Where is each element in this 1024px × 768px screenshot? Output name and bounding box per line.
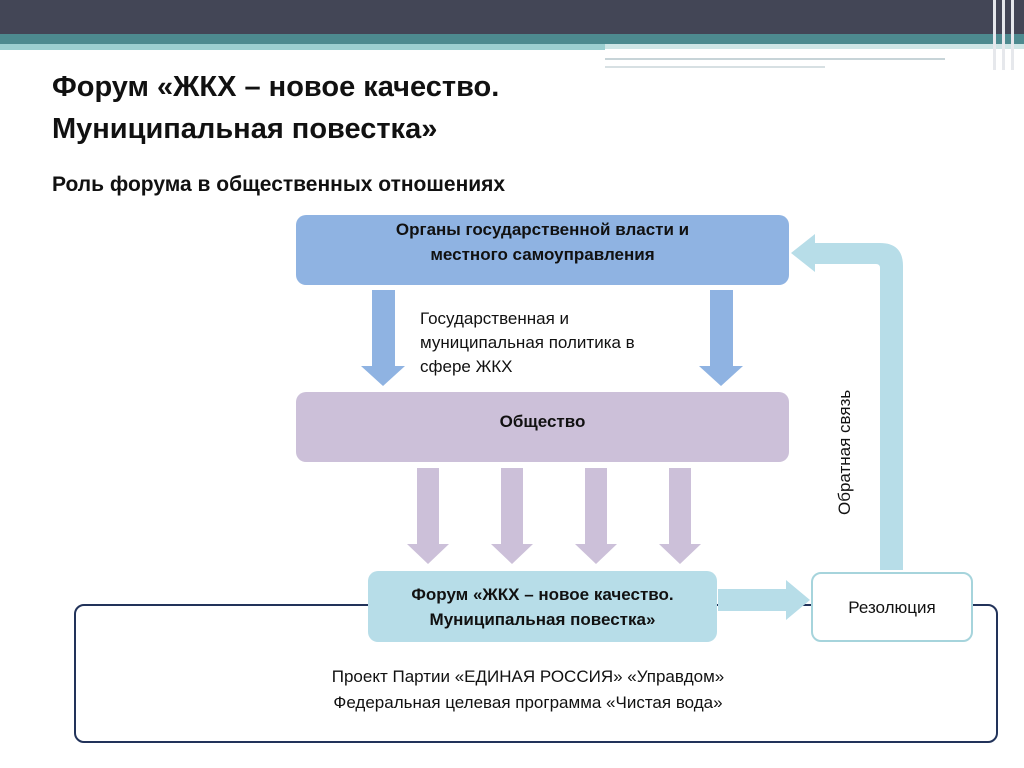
down-arrow-society-1 [407,468,449,564]
right-arrow-forum-resolution [718,580,810,620]
header-vertical-stripe [1002,0,1005,70]
feedback-arrow [791,234,903,570]
header-accent-line-short [605,66,825,68]
header-accent-underline [0,44,605,50]
node-forum-label: Форум «ЖКХ – новое качество. Муниципальн… [411,584,674,629]
header-bar [0,0,1024,34]
header-vertical-stripe [1011,0,1014,70]
header-accent-band [0,34,1024,44]
header-accent-line [605,58,945,60]
down-arrow-society-3 [575,468,617,564]
node-resolution: Резолюция [811,572,973,642]
node-forum: Форум «ЖКХ – новое качество. Муниципальн… [368,571,717,642]
project-item: Федеральная целевая программа «Чистая во… [333,693,723,712]
node-resolution-label: Резолюция [848,597,936,617]
slide-title-line-1: Форум «ЖКХ – новое качество. [52,71,500,103]
header-accent-right [605,44,1024,49]
project-item: Проект Партии «ЕДИНАЯ РОССИЯ» «Управдом» [331,667,725,686]
slide-subtitle: Роль форума в общественных отношениях [52,173,506,196]
down-arrow-society-2 [491,468,533,564]
header-vertical-stripe [993,0,996,70]
node-society-label: Общество [499,411,586,431]
down-arrow-gov-right [699,290,743,386]
down-arrow-gov-left [361,290,405,386]
node-society: Общество [296,392,789,462]
slide-title-line-2: Муниципальная повестка» [52,113,438,145]
policy-label: Государственная и муниципальная политика… [420,309,635,376]
projects-list: Проект Партии «ЕДИНАЯ РОССИЯ» «Управдом»… [200,664,856,716]
slide-title: Форум «ЖКХ – новое качество. Муниципальн… [52,66,752,150]
node-government-bodies: Органы государственной власти и местного… [296,215,789,285]
down-arrow-society-4 [659,468,701,564]
feedback-label: Обратная связь [835,389,854,515]
node-government-bodies-label: Органы государственной власти и местного… [395,220,690,264]
